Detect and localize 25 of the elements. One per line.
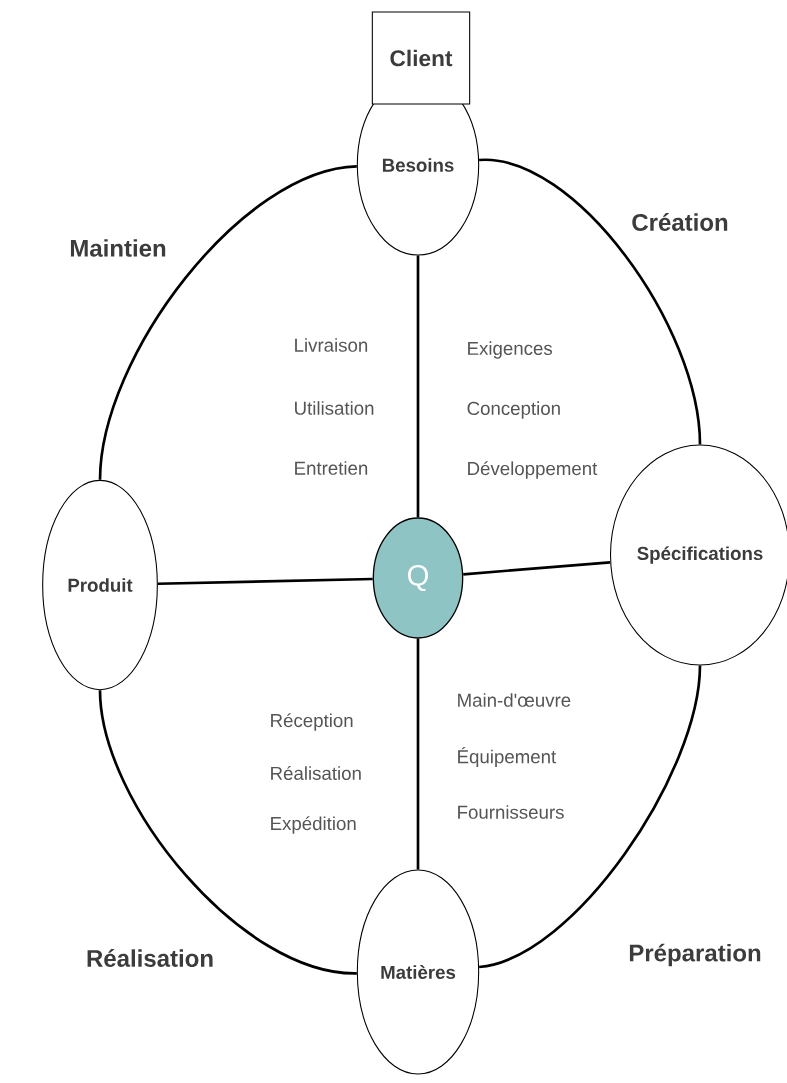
quadrant-label: Équipement xyxy=(458,747,557,768)
connector-line xyxy=(416,638,420,870)
connector-line xyxy=(463,561,611,576)
quadrant-label: Fournisseurs xyxy=(458,805,564,819)
quadrant-label: Entretien xyxy=(295,461,368,475)
quadrant-label: Expédition xyxy=(271,816,356,834)
connector-line xyxy=(478,665,702,969)
connector-line xyxy=(416,255,420,518)
connector-line xyxy=(157,577,373,586)
quadrant-label: Réalisation xyxy=(271,766,361,780)
quadrant-label: Livraison xyxy=(295,338,368,352)
quadrant-label: Main-d'œuvre xyxy=(458,693,571,707)
quadrant-label: Exigences xyxy=(468,341,553,359)
edge-label: Maintien xyxy=(70,239,166,257)
connector-line xyxy=(98,165,357,480)
quadrant-label: Développement xyxy=(468,461,598,479)
edge-label: Réalisation xyxy=(87,949,213,967)
edge-label: Création xyxy=(632,213,728,231)
client-box: Client xyxy=(371,11,471,105)
quadrant-label: Utilisation xyxy=(295,401,374,415)
edge-label: Préparation xyxy=(629,943,761,967)
connector-line xyxy=(98,690,357,975)
quadrant-label: Conception xyxy=(467,401,560,419)
connector-line xyxy=(479,158,702,445)
quadrant-label: Réception xyxy=(271,713,353,731)
